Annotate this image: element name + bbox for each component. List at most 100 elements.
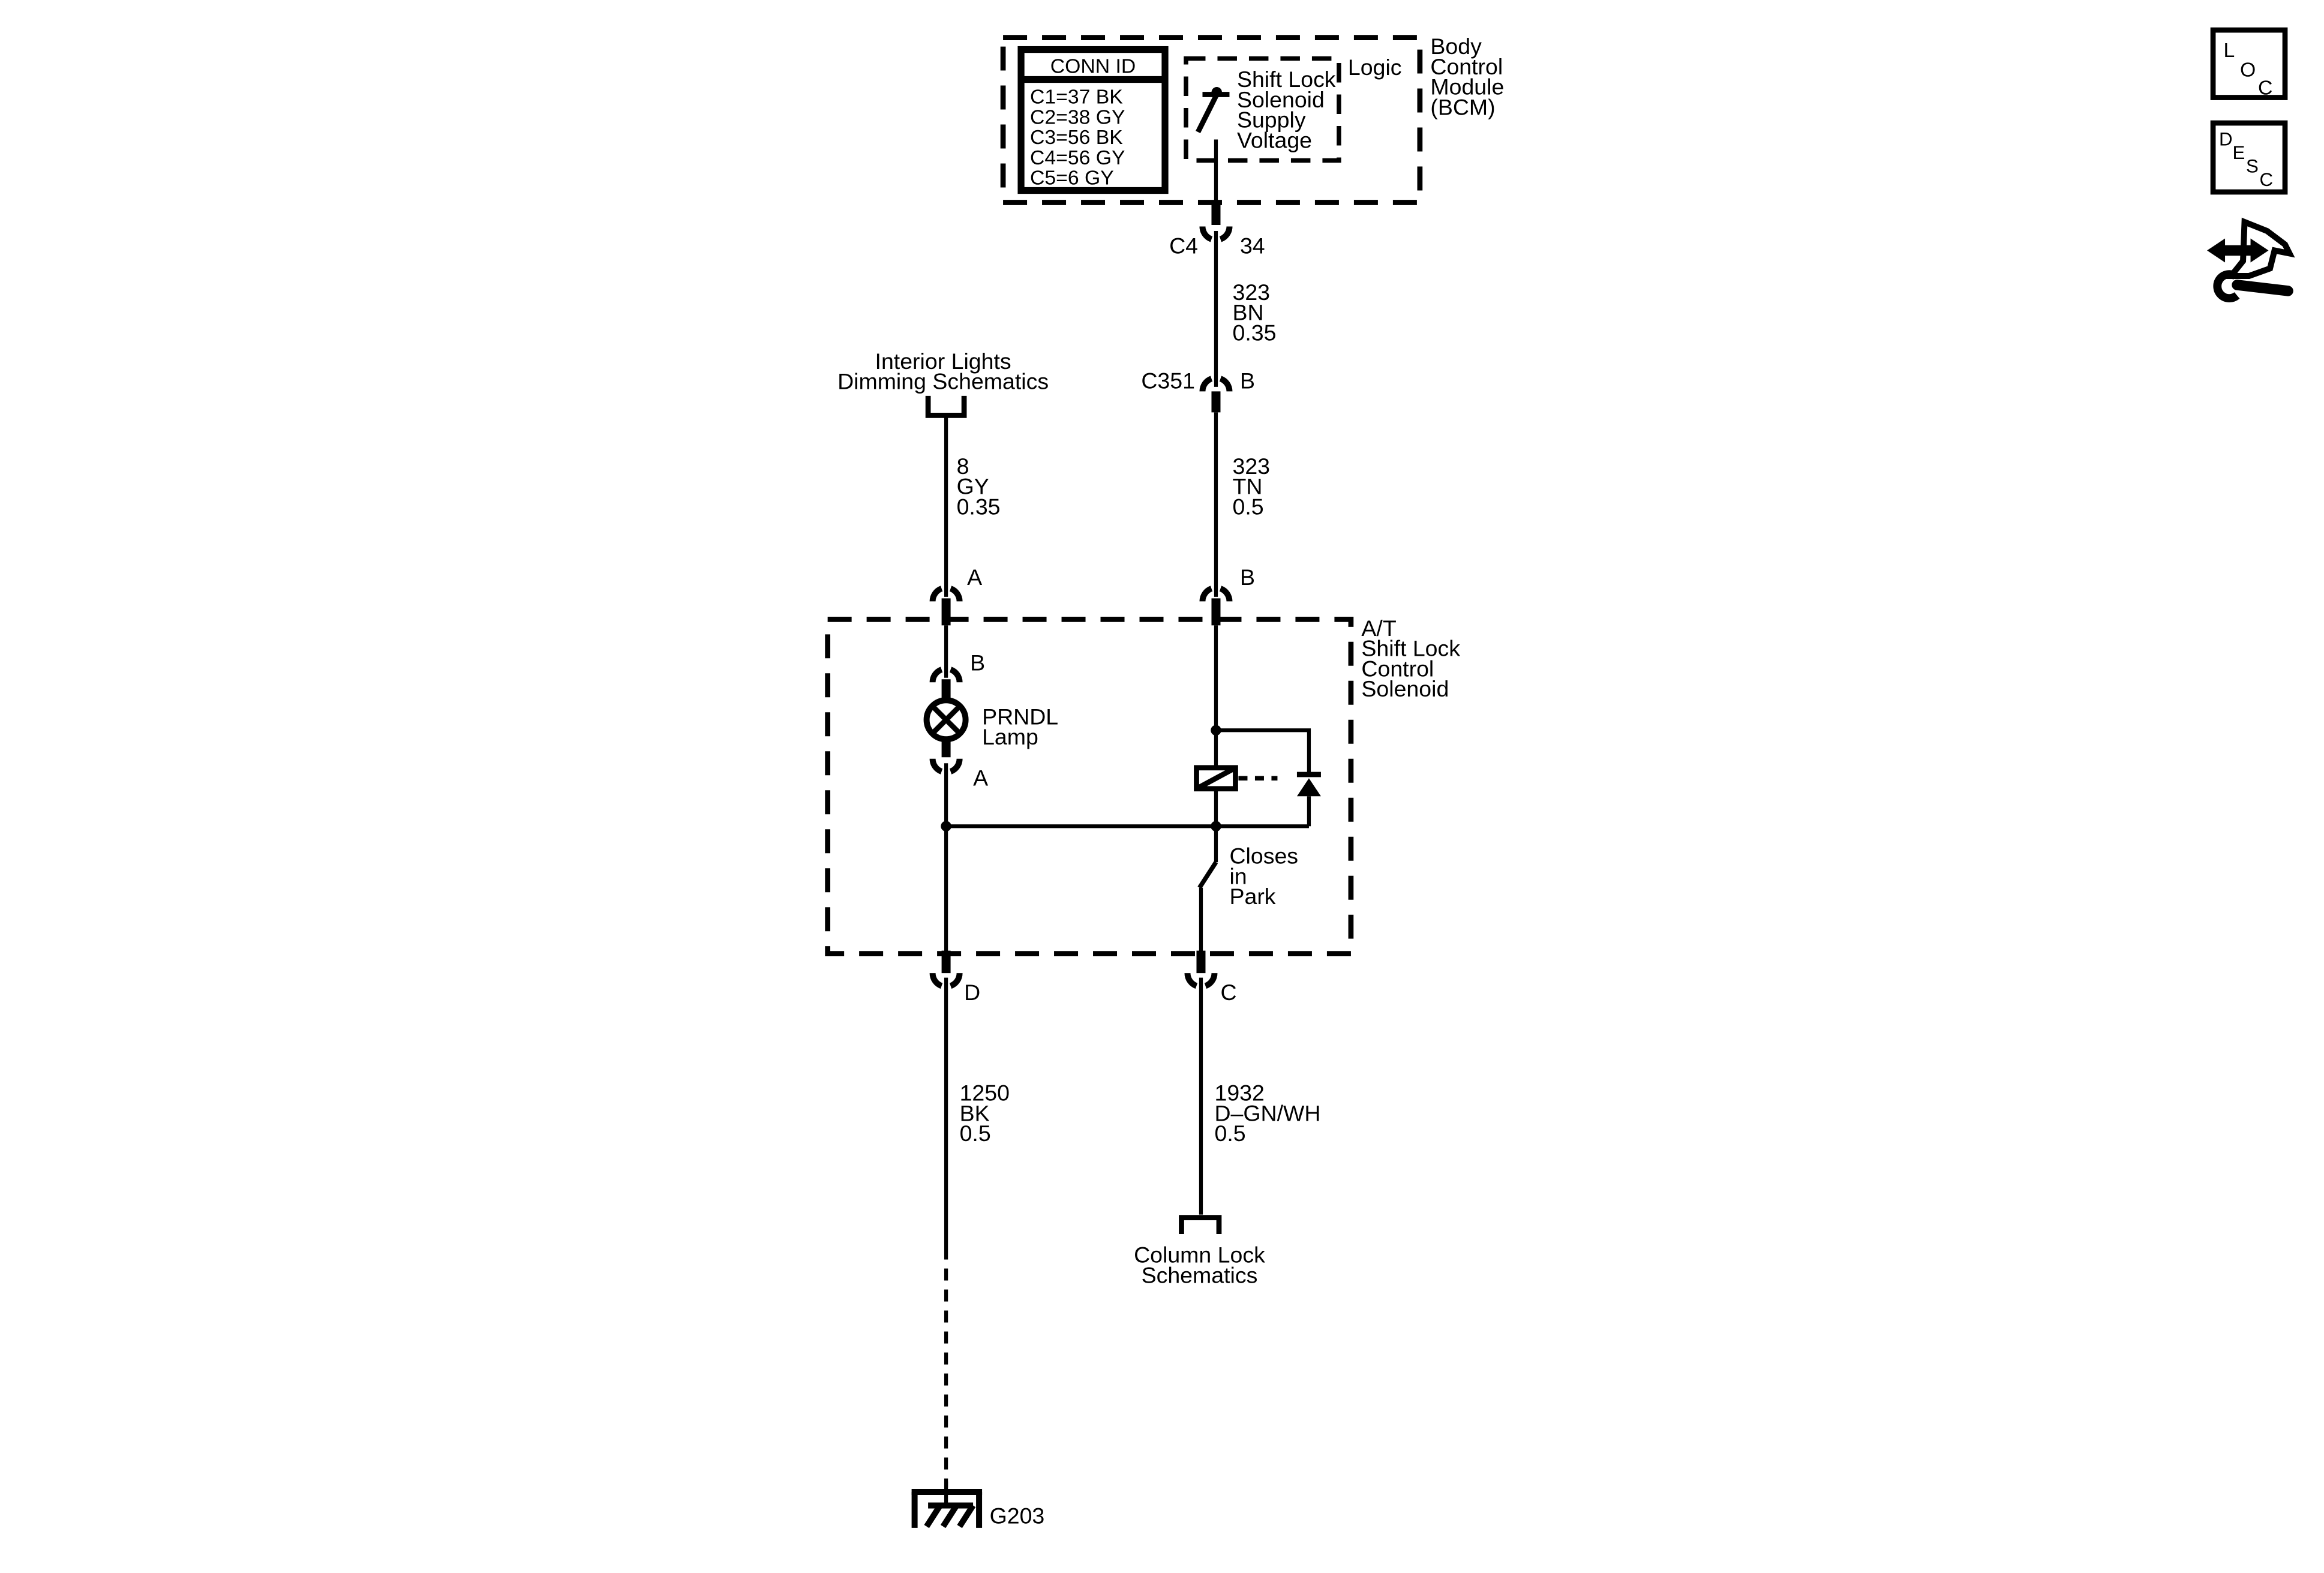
logic-label: Logic (1348, 55, 1402, 80)
lamp-pin-b-label: B (970, 650, 985, 675)
lamp-label-line2: Lamp (982, 724, 1038, 749)
wire-circuit-number: 1250 (960, 1080, 1010, 1106)
conn-id-row: C1=37 BK (1030, 86, 1123, 109)
wire-label-323-bn: 323 BN 0.35 (1232, 280, 1276, 345)
conn-id-table-border (1017, 46, 1169, 194)
at-box-label-line4: Solenoid (1361, 676, 1449, 701)
lamp-pin-a-label: A (973, 766, 988, 791)
at-pin-b-in: B (1199, 565, 1255, 626)
offpage-interior-line2: Dimming Schematics (837, 369, 1049, 394)
supply-voltage-switch-symbol (1196, 87, 1230, 133)
lamp-terminal-a-arc (929, 758, 963, 775)
wire-label-323-tn: 323 TN 0.5 (1232, 454, 1270, 519)
logic-dashed-box (1184, 56, 1341, 163)
switch-note-line1: Closes (1229, 843, 1298, 869)
wrench-jaw-icon (2213, 270, 2240, 302)
double-arrow-left-head (2207, 238, 2226, 263)
conn-id-table: CONN ID C1=37 BK C2=38 GY C3=56 BK C4=56… (1017, 46, 1169, 194)
clamping-diode (1296, 772, 1321, 827)
switch-note-line3: Park (1229, 884, 1275, 909)
wire-gauge: 0.35 (957, 494, 1001, 519)
wire-circuit-number: 323 (1232, 280, 1270, 305)
offpage-column-line1: Column Lock (1134, 1242, 1265, 1268)
pin-c-label: C (1220, 980, 1236, 1005)
at-box-label-line1: A/T (1361, 616, 1396, 641)
desc-button[interactable]: D E S C (2210, 120, 2288, 195)
offpage-column-line2: Schematics (1142, 1262, 1258, 1287)
wire-label-1932: 1932 D–GN/WH 0.5 (1214, 1080, 1320, 1146)
bcm-label-line2: Control (1430, 54, 1503, 79)
double-arrow-right-head (2250, 238, 2269, 263)
wrench-handle-icon (2232, 280, 2293, 296)
wire-gauge: 0.5 (1214, 1121, 1245, 1146)
connector-c351-id: C351 (1141, 368, 1195, 393)
supply-switch-label1: Shift Lock (1237, 67, 1336, 92)
loc-letter-o: O (2240, 59, 2256, 82)
offpage-bracket (1179, 1215, 1222, 1235)
offpage-interior-lights: Interior Lights Dimming Schematics (837, 349, 1049, 418)
lamp-terminal-b-arc (929, 667, 963, 683)
loc-button-border[interactable] (2210, 27, 2288, 100)
wire-circuit-number: 8 (957, 454, 969, 479)
supply-switch-label4: Voltage (1237, 127, 1312, 152)
conn-id-row: C4=56 GY (1030, 146, 1125, 169)
desc-letter-c: C (2260, 169, 2274, 190)
ground-hatch (924, 1503, 943, 1529)
at-box-label-line3: Control (1361, 656, 1434, 681)
pin-b-label: B (1240, 565, 1255, 590)
connector-cup-arc (929, 972, 963, 989)
desc-letter-s: S (2246, 156, 2259, 177)
wire-color: D–GN/WH (1214, 1100, 1320, 1125)
wire-circuit-number: 1932 (1214, 1080, 1264, 1106)
park-switch: Closes in Park (1197, 826, 1298, 956)
offpage-bracket (925, 395, 967, 418)
wire-gauge: 0.35 (1232, 320, 1276, 345)
pin-a-label: A (967, 565, 982, 590)
at-shift-lock-solenoid: A/T Shift Lock Control Solenoid A B B PR… (825, 565, 1460, 1005)
bcm-label-line4: (BCM) (1430, 94, 1495, 119)
loc-button[interactable]: L O C (2210, 27, 2288, 100)
wire-color: BK (960, 1100, 990, 1125)
conn-id-row: C5=6 GY (1030, 167, 1114, 190)
coil-diagonal (1195, 765, 1237, 791)
pin-d-label: D (964, 980, 980, 1005)
switch-blade (1197, 861, 1218, 889)
ground-label: G203 (990, 1503, 1045, 1528)
connector-c351-pin: B (1240, 368, 1255, 393)
connector-c4-id: C4 (1169, 233, 1198, 258)
bcm-logic-block: Logic Shift Lock Solenoid Supply Voltage (1184, 55, 1402, 163)
wire-color: TN (1232, 474, 1262, 499)
loc-letter-l: L (2224, 39, 2235, 62)
bcm-label-line1: Body (1430, 34, 1482, 59)
solenoid-coil (1194, 765, 1278, 792)
connector-dome-arc (1199, 376, 1233, 392)
at-pin-a-in: A (929, 565, 982, 626)
connector-c351: C351 B (1141, 368, 1255, 413)
diode-triangle (1296, 778, 1321, 797)
lamp-x-stroke (930, 704, 962, 736)
connector-dome-arc (1199, 586, 1233, 602)
ground-g203: G203 (911, 1481, 1045, 1529)
wire-gauge: 0.5 (1232, 494, 1263, 519)
connector-cup-arc (1184, 972, 1218, 989)
conn-id-row: C3=56 BK (1030, 126, 1123, 149)
switch-note-line2: in (1229, 863, 1247, 888)
at-box-label-line2: Shift Lock (1361, 636, 1460, 661)
bcm-module: Body Control Module (BCM) CONN ID C1=37 … (1000, 34, 1504, 206)
wire-gauge: 0.5 (960, 1121, 991, 1146)
wire-label-1250-bk: 1250 BK 0.5 (960, 1080, 1010, 1146)
diagram-tools-button[interactable] (2207, 217, 2295, 302)
desc-button-border[interactable] (2210, 120, 2288, 195)
conn-id-header: CONN ID (1050, 55, 1136, 77)
desc-letter-d: D (2219, 129, 2233, 150)
offpage-column-lock: Column Lock Schematics (1134, 1215, 1265, 1287)
connector-c4-pin: 34 (1240, 233, 1265, 258)
wire-circuit-number: 323 (1232, 454, 1270, 479)
at-pin-d-out: D (929, 826, 980, 1005)
supply-switch-label3: Supply (1237, 107, 1306, 133)
ground-hatch (957, 1503, 976, 1529)
conn-id-row: C2=38 GY (1030, 106, 1125, 128)
prndl-lamp: B PRNDL Lamp A (923, 650, 1058, 791)
